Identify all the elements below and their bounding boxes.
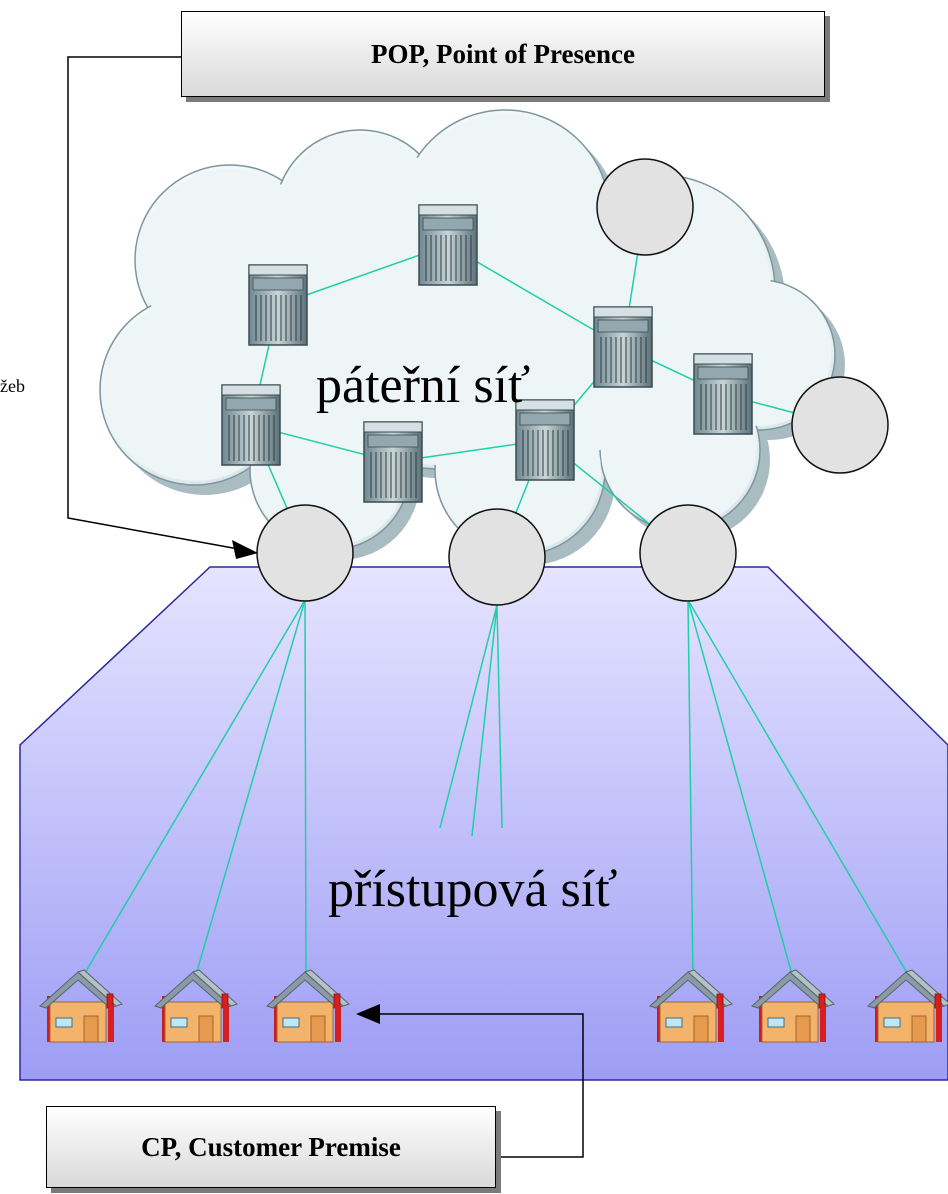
pop-router-icon — [448, 508, 546, 606]
edge-routers — [256, 158, 889, 606]
pop-label-box: POP, Point of Presence — [181, 11, 825, 97]
access-link — [304, 599, 307, 979]
core-switch-icon — [221, 384, 281, 466]
access-link — [439, 604, 498, 829]
core-network-label: páteřní síť — [316, 357, 531, 414]
side-text-fragment: žeb — [0, 376, 25, 396]
router-circle-icon — [791, 376, 889, 474]
access-link — [471, 604, 498, 837]
router-circle-icon — [596, 158, 694, 256]
pop-router-icon — [639, 504, 737, 602]
cp-label-box: CP, Customer Premise — [46, 1106, 496, 1188]
pop-router-icon — [256, 504, 354, 602]
cp-callout-line — [372, 1013, 584, 1158]
access-link — [687, 599, 911, 979]
access-network-area — [19, 566, 948, 1081]
access-link — [496, 604, 503, 829]
pop-callout-arrow-icon — [232, 540, 258, 559]
cp-label: CP, Customer Premise — [141, 1131, 401, 1162]
pop-callout-line — [67, 56, 245, 551]
access-link — [194, 599, 306, 979]
access-link — [687, 599, 794, 979]
pop-label: POP, Point of Presence — [371, 38, 635, 69]
core-switch-icon — [593, 306, 653, 388]
cp-callout-arrow-icon — [356, 1004, 380, 1024]
core-switch-icon — [418, 204, 478, 286]
core-switch-icon — [248, 264, 308, 346]
core-switch-icon — [693, 353, 753, 435]
access-link — [81, 599, 306, 979]
core-switch-icon — [363, 421, 423, 503]
access-network-label: přístupová síť — [328, 861, 618, 918]
access-link — [687, 599, 694, 979]
